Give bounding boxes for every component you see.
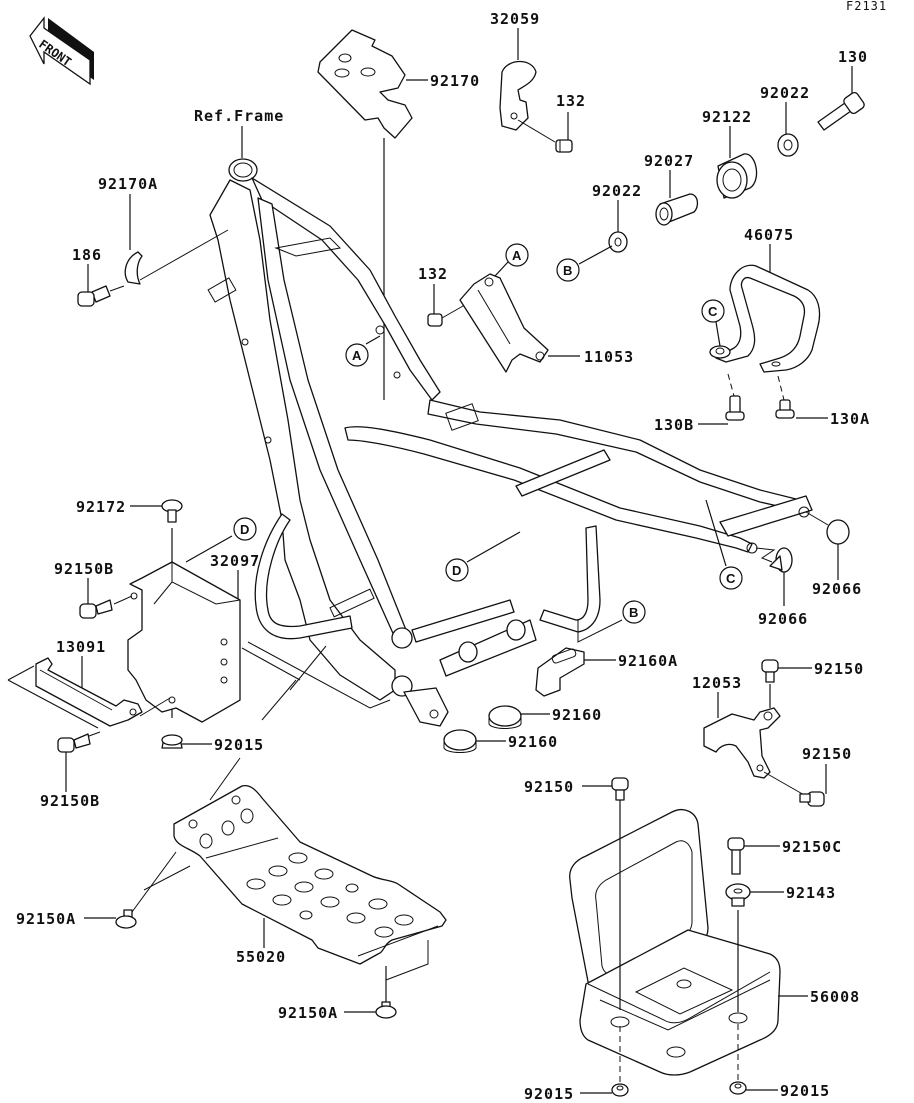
label-92160-b[interactable]: 92160 bbox=[508, 733, 558, 751]
sleeve-92027[interactable] bbox=[655, 193, 699, 226]
cap-92160-a[interactable] bbox=[488, 705, 522, 729]
callout-d-left[interactable]: D bbox=[233, 517, 257, 541]
bolt-186[interactable] bbox=[77, 285, 111, 307]
svg-text:D: D bbox=[240, 522, 249, 537]
label-92122[interactable]: 92122 bbox=[702, 108, 752, 126]
tool-box-56008[interactable] bbox=[569, 809, 781, 1076]
label-92150-box[interactable]: 92150 bbox=[524, 778, 574, 796]
label-130A[interactable]: 130A bbox=[830, 410, 870, 428]
grommet-92143[interactable] bbox=[725, 883, 751, 907]
label-32059[interactable]: 32059 bbox=[490, 10, 540, 28]
screw-92172[interactable] bbox=[161, 499, 183, 523]
bolt-130B[interactable] bbox=[725, 395, 745, 421]
front-arrow-icon: FRONT bbox=[29, 16, 94, 86]
label-13091[interactable]: 13091 bbox=[56, 638, 106, 656]
svg-text:A: A bbox=[512, 248, 522, 263]
label-92150-r1[interactable]: 92150 bbox=[814, 660, 864, 678]
clip-92170A[interactable] bbox=[124, 251, 143, 285]
label-92015-bl[interactable]: 92015 bbox=[524, 1085, 574, 1103]
bolt-92150-r2[interactable] bbox=[799, 791, 825, 807]
bracket-13091[interactable] bbox=[35, 657, 143, 727]
cap-92066-left[interactable] bbox=[769, 547, 793, 573]
callout-c-rear[interactable]: C bbox=[719, 566, 743, 590]
label-92150A-left[interactable]: 92150A bbox=[16, 910, 76, 928]
label-92150A-bot[interactable]: 92150A bbox=[278, 1004, 338, 1022]
label-132-top[interactable]: 132 bbox=[556, 92, 586, 110]
bolt-132-top[interactable] bbox=[555, 139, 573, 153]
label-11053[interactable]: 11053 bbox=[584, 348, 634, 366]
label-132-mid[interactable]: 132 bbox=[418, 265, 448, 283]
label-56008[interactable]: 56008 bbox=[810, 988, 860, 1006]
svg-text:C: C bbox=[708, 304, 718, 319]
bolt-92150-box[interactable] bbox=[611, 777, 629, 801]
cover-32097[interactable] bbox=[127, 561, 241, 723]
label-12053[interactable]: 12053 bbox=[692, 674, 742, 692]
bolt-92150-r1[interactable] bbox=[761, 659, 779, 683]
label-55020[interactable]: 55020 bbox=[236, 948, 286, 966]
clamp-12053[interactable] bbox=[703, 707, 781, 779]
bolt-92150B-top[interactable] bbox=[79, 599, 113, 619]
callout-b-top[interactable]: B bbox=[556, 258, 580, 282]
label-186[interactable]: 186 bbox=[72, 246, 102, 264]
bolt-92150A-left[interactable] bbox=[115, 909, 137, 929]
callout-d-frame[interactable]: D bbox=[445, 558, 469, 582]
label-46075[interactable]: 46075 bbox=[744, 226, 794, 244]
label-130[interactable]: 130 bbox=[838, 48, 868, 66]
ref-frame-label[interactable]: Ref.Frame bbox=[194, 107, 284, 125]
label-92027[interactable]: 92027 bbox=[644, 152, 694, 170]
bolt-130A[interactable] bbox=[775, 399, 795, 419]
label-92015-br[interactable]: 92015 bbox=[780, 1082, 830, 1100]
label-92015-left[interactable]: 92015 bbox=[214, 736, 264, 754]
svg-text:B: B bbox=[563, 263, 572, 278]
label-92066-left[interactable]: 92066 bbox=[758, 610, 808, 628]
label-92160-a[interactable]: 92160 bbox=[552, 706, 602, 724]
washer-92022-top[interactable] bbox=[777, 133, 799, 157]
label-92170A[interactable]: 92170A bbox=[98, 175, 158, 193]
bracket-11053[interactable] bbox=[459, 273, 549, 373]
bolt-92150B-bot[interactable] bbox=[57, 733, 91, 753]
nut-92015-left[interactable] bbox=[161, 734, 183, 749]
label-92150B-bot[interactable]: 92150B bbox=[40, 792, 100, 810]
svg-text:A: A bbox=[352, 348, 362, 363]
label-92150-r2[interactable]: 92150 bbox=[802, 745, 852, 763]
label-92150B-top[interactable]: 92150B bbox=[54, 560, 114, 578]
label-92066-right[interactable]: 92066 bbox=[812, 580, 862, 598]
bolt-92150A-bot[interactable] bbox=[375, 1001, 397, 1019]
nut-92015-bl[interactable] bbox=[611, 1083, 629, 1097]
cap-92066-right[interactable] bbox=[826, 519, 850, 545]
bolt-130[interactable] bbox=[817, 91, 866, 131]
callout-a-frame[interactable]: A bbox=[345, 343, 369, 367]
label-92160A[interactable]: 92160A bbox=[618, 652, 678, 670]
label-92022-top[interactable]: 92022 bbox=[760, 84, 810, 102]
pad-92160A[interactable] bbox=[535, 647, 585, 697]
label-130B[interactable]: 130B bbox=[654, 416, 694, 434]
part-92170-bracket[interactable] bbox=[317, 29, 428, 400]
part-32059-clamp[interactable] bbox=[499, 60, 556, 143]
label-92172[interactable]: 92172 bbox=[76, 498, 126, 516]
callout-c-top[interactable]: C bbox=[701, 299, 725, 323]
svg-text:D: D bbox=[452, 563, 461, 578]
label-92150C[interactable]: 92150C bbox=[782, 838, 842, 856]
diagram-code: F2131 bbox=[846, 0, 887, 13]
callout-b-lower[interactable]: B bbox=[622, 600, 646, 624]
svg-text:C: C bbox=[726, 571, 736, 586]
nut-92015-br[interactable] bbox=[729, 1081, 747, 1095]
label-92170[interactable]: 92170 bbox=[430, 72, 480, 90]
grab-bar-46075[interactable] bbox=[709, 264, 821, 373]
motorcycle-frame[interactable] bbox=[207, 158, 813, 727]
label-92022-mid[interactable]: 92022 bbox=[592, 182, 642, 200]
callout-a-top[interactable]: A bbox=[505, 243, 529, 267]
bolt-92150C[interactable] bbox=[727, 837, 745, 875]
bolt-132-mid[interactable] bbox=[427, 313, 443, 327]
label-92143[interactable]: 92143 bbox=[786, 884, 836, 902]
collar-92122[interactable] bbox=[716, 153, 758, 199]
washer-92022-mid[interactable] bbox=[608, 231, 628, 253]
skid-plate-55020[interactable] bbox=[173, 784, 447, 965]
label-32097[interactable]: 32097 bbox=[210, 552, 260, 570]
cap-92160-b[interactable] bbox=[443, 729, 477, 753]
svg-text:B: B bbox=[629, 605, 638, 620]
